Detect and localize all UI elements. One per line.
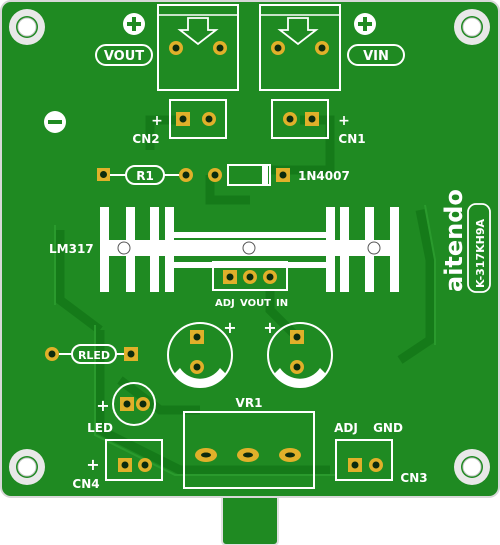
part-no-frame [467,203,491,293]
led-footprint [112,382,156,426]
pin-in-label: IN [276,298,288,309]
diode-label: 1N4007 [298,169,350,183]
led-label: LED [87,421,113,435]
capacitor-left [167,322,233,388]
mounting-holes [9,9,490,485]
connector-cn2 [169,99,227,139]
part-no-label: K-317KH9A [474,219,487,288]
cn2-label: CN2 [132,132,159,146]
lm317-label: LM317 [49,242,94,256]
vin-label-frame [347,44,405,66]
led-plus: + [96,396,109,415]
pin-adj-label: ADJ [215,298,235,309]
vout-label: VOUT [104,49,144,64]
arrow-down-icon [177,17,219,46]
cn3-gnd-label: GND [373,421,403,435]
polarity-marks [44,13,376,133]
heatsink-screw-center [242,241,256,255]
r1-label: R1 [136,169,154,183]
cn3-label: CN3 [400,471,427,485]
connector-cn4 [105,439,163,481]
terminal-block-vin [259,4,341,91]
rled-label: RLED [78,349,110,362]
terminal-block-vout [157,4,239,91]
vout-label-frame [95,44,153,66]
diode-1n4007 [208,164,290,186]
pcb-tab [221,489,279,545]
arrow-down-icon [277,17,319,46]
cn2-plus: + [151,113,163,129]
pin-vout-label: VOUT [240,298,271,309]
connector-cn3 [335,439,393,481]
copper-edge [54,204,436,476]
cap-right-plus: + [263,318,276,337]
capacitor-right [267,322,333,388]
cn1-label: CN1 [338,132,365,146]
heatsink-screw-left [117,241,131,255]
resistor-r1 [97,165,193,185]
heatsink-screw-right [367,241,381,255]
vin-label: VIN [363,49,389,64]
vr1-label: VR1 [236,396,263,410]
cn1-plus: + [338,113,350,129]
resistor-rled [45,344,138,364]
brand-label: aitendo [440,189,468,292]
connector-cn1 [271,99,329,139]
cn3-adj-label: ADJ [334,421,358,435]
lm317-footprint [212,261,288,291]
cap-left-plus: + [223,318,236,337]
potentiometer-vr1 [183,411,315,489]
cn4-label: CN4 [72,477,99,491]
cn4-plus: + [86,455,99,474]
